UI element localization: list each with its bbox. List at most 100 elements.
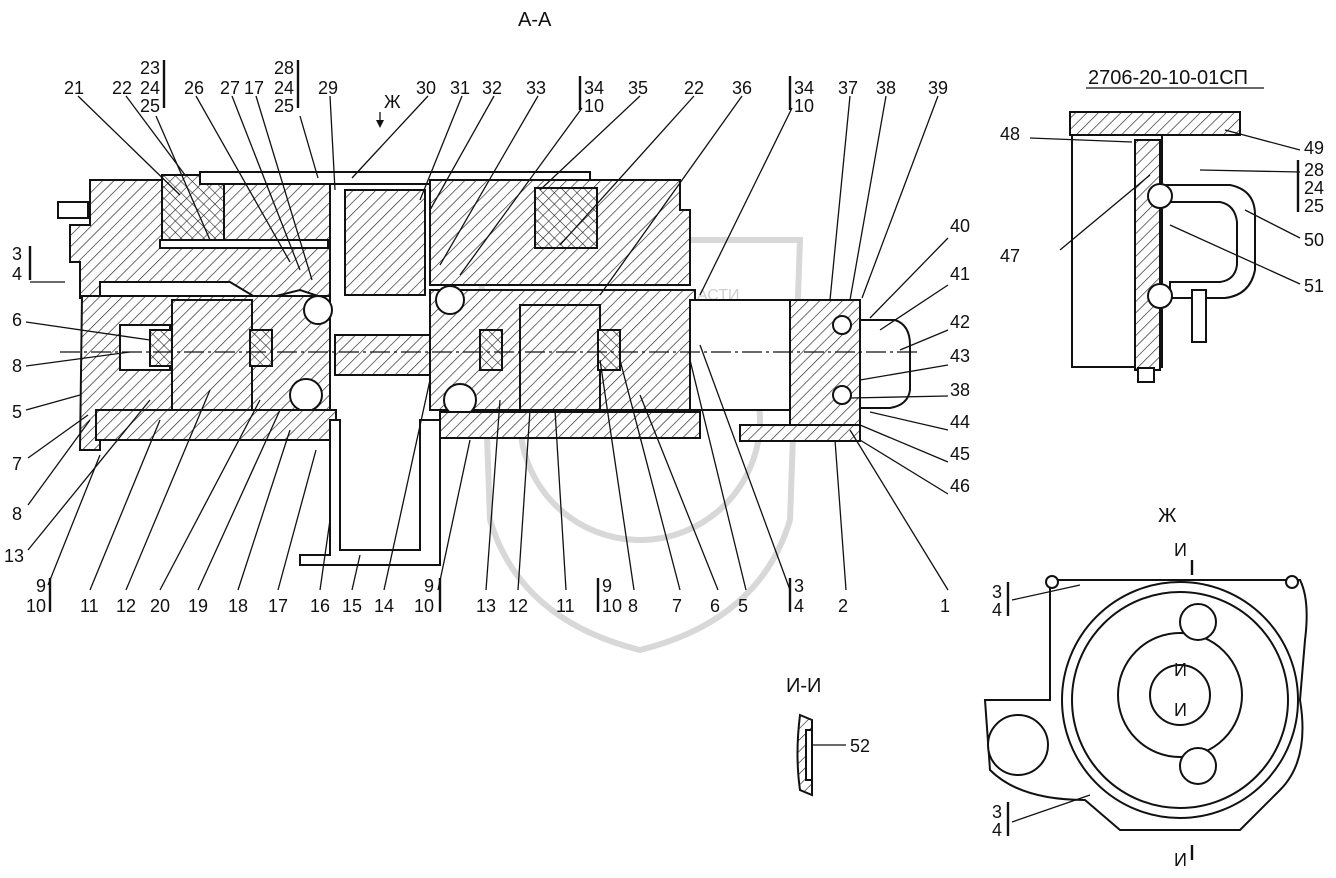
left-mount-plate bbox=[159, 239, 329, 249]
label-46: 46 bbox=[950, 476, 970, 496]
label-29: 29 bbox=[318, 78, 338, 98]
label-b18: 18 bbox=[228, 596, 248, 616]
coupling-base bbox=[739, 424, 861, 442]
label-8-left: 8 bbox=[12, 356, 22, 376]
label-38-right: 38 bbox=[950, 380, 970, 400]
label-40: 40 bbox=[950, 216, 970, 236]
label-3-left: 3 bbox=[12, 244, 22, 264]
label-b11: 11 bbox=[80, 596, 99, 616]
label-47: 47 bbox=[1000, 246, 1020, 266]
label-39: 39 bbox=[928, 78, 948, 98]
label-b7: 7 bbox=[672, 596, 682, 616]
label-b3: 3 bbox=[794, 576, 804, 596]
label-b12b: 12 bbox=[508, 596, 528, 616]
detail-top-bar bbox=[1069, 111, 1241, 136]
label-23: 23 bbox=[140, 58, 160, 78]
leaders-top bbox=[77, 95, 939, 301]
label-b4: 4 bbox=[794, 596, 804, 616]
label-b9c: 9 bbox=[602, 576, 612, 596]
label-41: 41 bbox=[950, 264, 970, 284]
cut-i-bottom: И bbox=[1174, 850, 1187, 870]
label-25-detail: 25 bbox=[1304, 196, 1324, 216]
labels-top: 21 22 23 24 25 26 27 17 28 24 25 29 30 3… bbox=[64, 58, 948, 116]
left-gear-body bbox=[171, 299, 253, 411]
label-b20: 20 bbox=[150, 596, 170, 616]
label-b16: 16 bbox=[310, 596, 330, 616]
view-arrow-zh-label: Ж bbox=[384, 92, 401, 112]
label-b2: 2 bbox=[838, 596, 848, 616]
label-b1: 1 bbox=[940, 596, 950, 616]
section-title: А-А bbox=[518, 9, 552, 31]
main-section: Ж bbox=[57, 92, 920, 566]
label-31: 31 bbox=[450, 78, 470, 98]
right-bearing bbox=[479, 329, 503, 371]
labels-bottom: 9 10 11 12 20 19 18 17 16 15 14 9 10 13 … bbox=[26, 576, 950, 616]
label-49: 49 bbox=[1304, 138, 1324, 158]
label-36: 36 bbox=[732, 78, 752, 98]
label-50: 50 bbox=[1304, 230, 1324, 250]
label-32: 32 bbox=[482, 78, 502, 98]
label-10: 10 bbox=[584, 96, 604, 116]
section-ii-title: И-И bbox=[786, 675, 821, 697]
view-zh-cover-left bbox=[987, 714, 1049, 776]
label-b9a: 9 bbox=[36, 576, 46, 596]
label-26: 26 bbox=[184, 78, 204, 98]
detail-view: 2706-20-10-01СП 48 49 28 24 25 47 50 51 bbox=[1000, 67, 1324, 383]
label-30: 30 bbox=[416, 78, 436, 98]
right-bottom-plate bbox=[439, 411, 701, 439]
label-17-top: 17 bbox=[244, 78, 264, 98]
label-48: 48 bbox=[1000, 124, 1020, 144]
right-gear-body bbox=[519, 304, 601, 411]
label-45: 45 bbox=[950, 444, 970, 464]
detail-ball-bottom bbox=[1147, 283, 1173, 309]
central-rotor bbox=[344, 189, 426, 296]
label-7-left: 7 bbox=[12, 454, 22, 474]
left-ball-bearing bbox=[303, 295, 333, 325]
label-51: 51 bbox=[1304, 276, 1324, 296]
label-b11b: 11 bbox=[556, 596, 575, 616]
label-b14: 14 bbox=[374, 596, 394, 616]
label-b10a: 10 bbox=[26, 596, 46, 616]
coupling-ball-top bbox=[832, 315, 852, 335]
label-43: 43 bbox=[950, 346, 970, 366]
label-27: 27 bbox=[220, 78, 240, 98]
label-4-view: 4 bbox=[992, 600, 1002, 620]
label-44: 44 bbox=[950, 412, 970, 432]
label-28: 28 bbox=[274, 58, 294, 78]
view-zh-center bbox=[1149, 664, 1211, 726]
coupling-cover bbox=[859, 319, 911, 409]
label-3-view: 3 bbox=[992, 582, 1002, 602]
group-bars bbox=[28, 60, 792, 612]
right-ball-bearing bbox=[435, 285, 465, 315]
central-shaft bbox=[334, 334, 446, 376]
label-b12: 12 bbox=[116, 596, 136, 616]
label-22b: 22 bbox=[684, 78, 704, 98]
label-24b: 24 bbox=[274, 78, 294, 98]
label-b6: 6 bbox=[710, 596, 720, 616]
lower-pipe bbox=[299, 419, 441, 566]
label-33: 33 bbox=[526, 78, 546, 98]
view-zh-port-top bbox=[1179, 603, 1217, 641]
label-b10c: 10 bbox=[602, 596, 622, 616]
detail-flywheel bbox=[1134, 139, 1161, 371]
label-4b-view: 4 bbox=[992, 820, 1002, 840]
label-6-left: 6 bbox=[12, 310, 22, 330]
view-arrow-zh-head bbox=[376, 120, 384, 128]
view-zh-title: Ж bbox=[1158, 505, 1177, 527]
left-flange-top bbox=[57, 201, 89, 219]
label-b15: 15 bbox=[342, 596, 362, 616]
view-zh-ring-inner bbox=[1071, 591, 1289, 809]
label-b5: 5 bbox=[738, 596, 748, 616]
label-8b-left: 8 bbox=[12, 504, 22, 524]
label-b13: 13 bbox=[476, 596, 496, 616]
label-13-left: 13 bbox=[4, 546, 24, 566]
label-37: 37 bbox=[838, 78, 858, 98]
label-25b: 25 bbox=[274, 96, 294, 116]
label-3b-view: 3 bbox=[992, 802, 1002, 822]
label-b19: 19 bbox=[188, 596, 208, 616]
label-b8: 8 bbox=[628, 596, 638, 616]
label-22: 22 bbox=[112, 78, 132, 98]
label-b9b: 9 bbox=[424, 576, 434, 596]
label-25: 25 bbox=[140, 96, 160, 116]
